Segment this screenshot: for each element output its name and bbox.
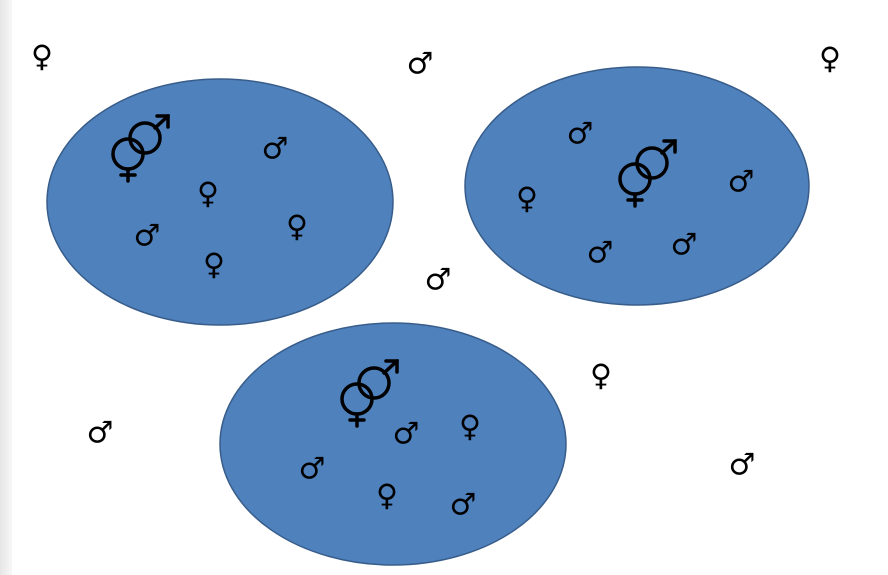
male-symbol: ♂ <box>299 452 326 487</box>
group-top-right <box>464 66 810 306</box>
male-symbol: ♂ <box>87 416 114 451</box>
male-symbol: ♂ <box>407 47 434 82</box>
female-symbol: ♀ <box>516 182 538 217</box>
couple-icon <box>340 359 399 428</box>
male-symbol: ♂ <box>587 236 614 271</box>
male-symbol: ♂ <box>393 417 420 452</box>
male-symbol: ♂ <box>671 228 698 263</box>
male-symbol: ♂ <box>134 219 161 254</box>
male-symbol: ♂ <box>729 448 756 483</box>
male-symbol: ♂ <box>425 263 452 298</box>
female-symbol: ♀ <box>459 410 481 445</box>
male-symbol: ♂ <box>567 117 594 152</box>
female-symbol: ♀ <box>31 40 53 75</box>
female-symbol: ♀ <box>197 177 219 212</box>
female-symbol: ♀ <box>286 210 308 245</box>
female-symbol: ♀ <box>376 479 398 514</box>
group-top-left <box>46 78 394 326</box>
female-symbol: ♀ <box>590 359 612 394</box>
group-bottom <box>219 322 567 566</box>
female-symbol: ♀ <box>819 42 841 77</box>
male-symbol: ♂ <box>728 165 755 200</box>
female-symbol: ♀ <box>203 248 225 283</box>
male-symbol: ♂ <box>450 488 477 523</box>
couple-icon <box>618 139 677 208</box>
left-edge-strip <box>0 0 12 575</box>
male-symbol: ♂ <box>262 132 289 167</box>
couple-icon <box>111 114 170 183</box>
